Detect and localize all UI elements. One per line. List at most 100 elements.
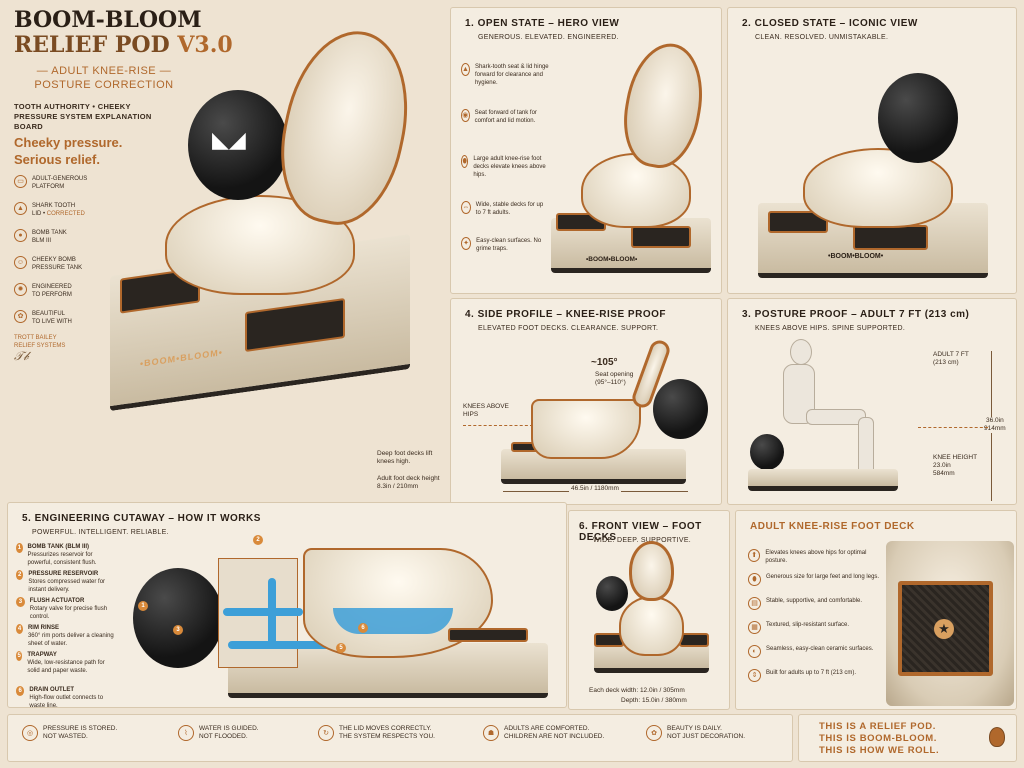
- wordmark: •BOOM•BLOOM•: [586, 256, 638, 263]
- figure-shin: [858, 417, 874, 477]
- callout-6: 6: [358, 623, 368, 633]
- open-state-render: •BOOM•BLOOM•: [546, 37, 716, 288]
- slogan-box: THIS IS A RELIEF POD. THIS IS BOOM-BLOOM…: [798, 714, 1017, 762]
- beetle-icon: [989, 727, 1005, 747]
- panel-subtitle: KNEES ABOVE HIPS. SPINE SUPPORTED.: [755, 325, 906, 332]
- version-label: V3.0: [177, 32, 233, 58]
- slogan: THIS IS A RELIEF POD. THIS IS BOOM-BLOOM…: [819, 721, 940, 756]
- panel-open-state: 1. OPEN STATE – HERO VIEW GENEROUS. ELEV…: [450, 7, 722, 294]
- list-item: ▤Stable, supportive, and comfortable.: [748, 597, 883, 621]
- render-deck: [631, 226, 691, 248]
- shark-icon: ▲: [14, 202, 27, 215]
- page-title: BOOM-BLOOM RELIEF POD V3.0: [14, 7, 233, 58]
- seated-figure: [748, 339, 898, 494]
- bomb-icon: ●: [14, 229, 27, 242]
- face-icon: ☺: [14, 256, 27, 269]
- deck-depth: Depth: 15.0in / 380mm: [621, 697, 687, 704]
- angle-note: Seat opening(95°–110°): [595, 371, 634, 386]
- adult-icon: ☗: [483, 725, 499, 741]
- tagline: Cheeky pressure. Serious relief.: [14, 135, 123, 167]
- render-base: [748, 469, 898, 491]
- front-render: [584, 541, 719, 681]
- cycle-icon: ↻: [318, 725, 334, 741]
- list-item: ▦Textured, slip-resistant surface.: [748, 621, 883, 645]
- height-icon: ⇕: [748, 669, 761, 682]
- clean-icon: ◐: [748, 645, 761, 658]
- water-icon: ⌇: [178, 725, 194, 741]
- panel-subtitle: POWERFUL. INTELLIGENT. RELIABLE.: [32, 529, 169, 536]
- render-bowl: [619, 596, 684, 656]
- footer-item: ↻THE LID MOVES CORRECTLY.THE SYSTEM RESP…: [318, 725, 488, 741]
- list-item: ⬮Generous size for large feet and long l…: [748, 573, 883, 597]
- board-description: TOOTH AUTHORITY • CHEEKY PRESSURE SYSTEM…: [14, 102, 152, 131]
- panel-subtitle: GENEROUS. ELEVATED. ENGINEERED.: [478, 34, 619, 41]
- list-item: ◉Seat forward of tank for comfort and li…: [461, 109, 537, 124]
- texture-icon: ▦: [748, 621, 761, 634]
- footer-bar: ◎PRESSURE IS STORED.NOT WASTED. ⌇WATER I…: [7, 714, 793, 762]
- knee-height-line: [918, 427, 988, 428]
- render-bomb-tank: [878, 73, 958, 163]
- callout-3: 3: [173, 625, 183, 635]
- foot-icon: ⬮: [748, 573, 761, 586]
- header-column: BOOM-BLOOM RELIEF POD V3.0 — ADULT KNEE-…: [0, 0, 233, 395]
- star-logo-icon: ★: [934, 619, 954, 639]
- deck-width: Each deck width: 12.0in / 305mm: [589, 687, 685, 694]
- render-deck: [853, 225, 928, 250]
- flower-icon: ✿: [646, 725, 662, 741]
- panel-title: 5. ENGINEERING CUTAWAY – HOW IT WORKS: [22, 513, 261, 524]
- render-bomb-tank: [750, 434, 784, 470]
- callout-1: 1: [138, 601, 148, 611]
- stable-icon: ▤: [748, 597, 761, 610]
- wordmark: •BOOM•BLOOM•: [828, 253, 884, 260]
- platform-icon: ▭: [14, 175, 27, 188]
- water-pipe: [223, 608, 303, 616]
- cutaway-deck: [448, 628, 528, 642]
- render-deck: [768, 211, 828, 233]
- adult-height-label: ADULT 7 FT(213 cm): [933, 351, 969, 366]
- panel-title: 4. SIDE PROFILE – KNEE-RISE PROOF: [465, 309, 666, 320]
- callout-5: 5: [336, 643, 346, 653]
- foot-deck-feature-list: ⬆Elevates knees above hips for optimal p…: [748, 549, 883, 693]
- panel-foot-deck: ADULT KNEE-RISE FOOT DECK ⬆Elevates knee…: [735, 510, 1017, 710]
- angle-label: ~105°: [591, 357, 618, 368]
- figure-head: [790, 339, 812, 365]
- footer-item: ◎PRESSURE IS STORED.NOT WASTED.: [22, 725, 172, 741]
- knee-icon: ⬆: [748, 549, 761, 562]
- bomb-face: ◣◢: [212, 127, 246, 152]
- panel-front-view: 6. FRONT VIEW – FOOT DECKS WIDE. DEEP. S…: [568, 510, 730, 710]
- panel-engineering-cutaway: 5. ENGINEERING CUTAWAY – HOW IT WORKS PO…: [7, 502, 567, 709]
- sparkle-icon: ✦: [461, 237, 472, 250]
- list-item: ✦Easy-clean surfaces. No grime traps.: [461, 237, 549, 273]
- closed-state-render: •BOOM•BLOOM•: [748, 53, 1008, 288]
- knees-label: KNEES ABOVE HIPS: [463, 403, 509, 418]
- scale-icon: ⇔: [461, 201, 471, 214]
- list-item: ⇔Wide, stable decks for up to 7 ft adult…: [461, 201, 544, 216]
- cutaway-bomb-tank: [133, 568, 223, 668]
- water-pipe: [268, 578, 276, 648]
- knees-line: [463, 425, 533, 426]
- render-bowl: [531, 399, 641, 459]
- gear-icon: ✹: [14, 283, 27, 296]
- deck-note: Deep foot decks lift knees high.: [377, 450, 433, 465]
- hero-render: ◣◢ •BOOM•BLOOM•: [100, 15, 445, 412]
- cutaway-render: 1 2 3 6 5: [128, 533, 558, 703]
- panel-subtitle: CLEAN. RESOLVED. UNMISTAKABLE.: [755, 34, 889, 41]
- hero-bomb-tank: [188, 90, 288, 200]
- panel-title: 3. POSTURE PROOF – ADULT 7 FT (213 cm): [742, 309, 970, 320]
- seat-icon: ◉: [461, 109, 470, 122]
- signature: 𝒯𝒷: [14, 349, 29, 363]
